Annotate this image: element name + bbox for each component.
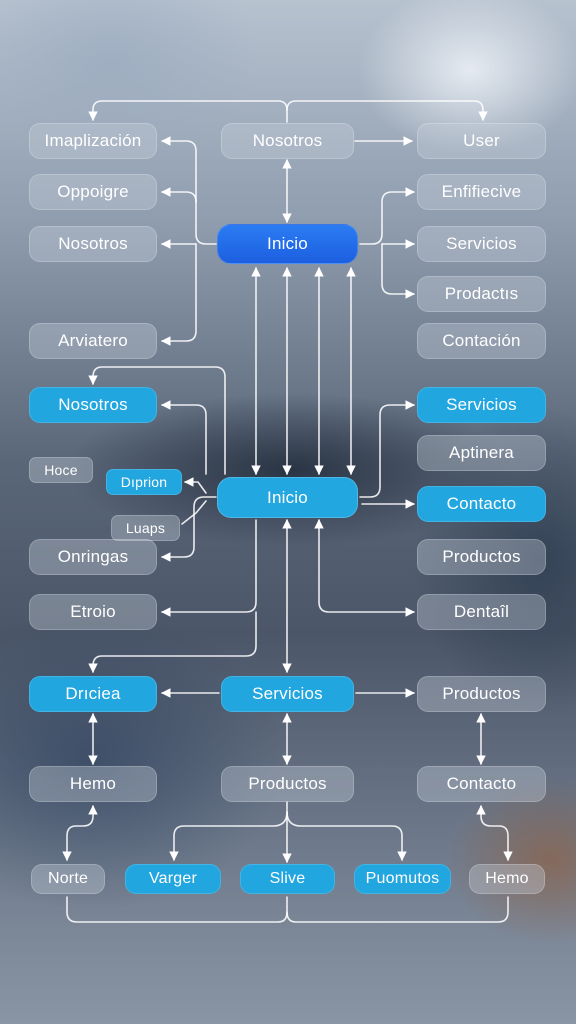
node-briciea[interactable]: Drıciea (29, 676, 157, 712)
node-slive[interactable]: Slive (240, 864, 335, 894)
node-luaps[interactable]: Luaps (111, 515, 180, 541)
node-nosotros-top[interactable]: Nosotros (221, 123, 354, 159)
node-etroio[interactable]: Etroio (29, 594, 157, 630)
node-contacto-mid[interactable]: Contacto (417, 486, 546, 522)
node-hoce[interactable]: Hoce (29, 457, 93, 483)
node-servicios-right-top[interactable]: Servicios (417, 226, 546, 262)
node-nosotros-mid[interactable]: Nosotros (29, 387, 157, 423)
node-productos-low-right[interactable]: Productos (417, 676, 546, 712)
node-arviatero[interactable]: Arviatero (29, 323, 157, 359)
node-contacion[interactable]: Contación (417, 323, 546, 359)
node-nosotros-left[interactable]: Nosotros (29, 226, 157, 262)
node-enfifiecive[interactable]: Enfifiecive (417, 174, 546, 210)
node-productos-low-center[interactable]: Productos (221, 766, 354, 802)
node-prodactis[interactable]: Prodactıs (417, 276, 546, 312)
node-contacto-low[interactable]: Contacto (417, 766, 546, 802)
node-inicio-mid[interactable]: Inicio (217, 477, 358, 518)
node-norte[interactable]: Norte (31, 864, 105, 894)
node-diprion[interactable]: Dıprion (106, 469, 182, 495)
node-puomutos[interactable]: Puomutos (354, 864, 451, 894)
node-oppoigre[interactable]: Oppoigre (29, 174, 157, 210)
node-dentail[interactable]: Dentaîl (417, 594, 546, 630)
node-servicios-mid[interactable]: Servicios (417, 387, 546, 423)
node-productos-mid[interactable]: Productos (417, 539, 546, 575)
node-user[interactable]: User (417, 123, 546, 159)
node-varger[interactable]: Varger (125, 864, 221, 894)
node-hemo-right[interactable]: Hemo (469, 864, 545, 894)
node-hemo-left[interactable]: Hemo (29, 766, 157, 802)
node-onringas[interactable]: Onringas (29, 539, 157, 575)
node-aptinera[interactable]: Aptinera (417, 435, 546, 471)
node-inicio-top[interactable]: Inicio (217, 224, 358, 264)
node-implementacion[interactable]: Imaplización (29, 123, 157, 159)
node-servicios-low[interactable]: Servicios (221, 676, 354, 712)
